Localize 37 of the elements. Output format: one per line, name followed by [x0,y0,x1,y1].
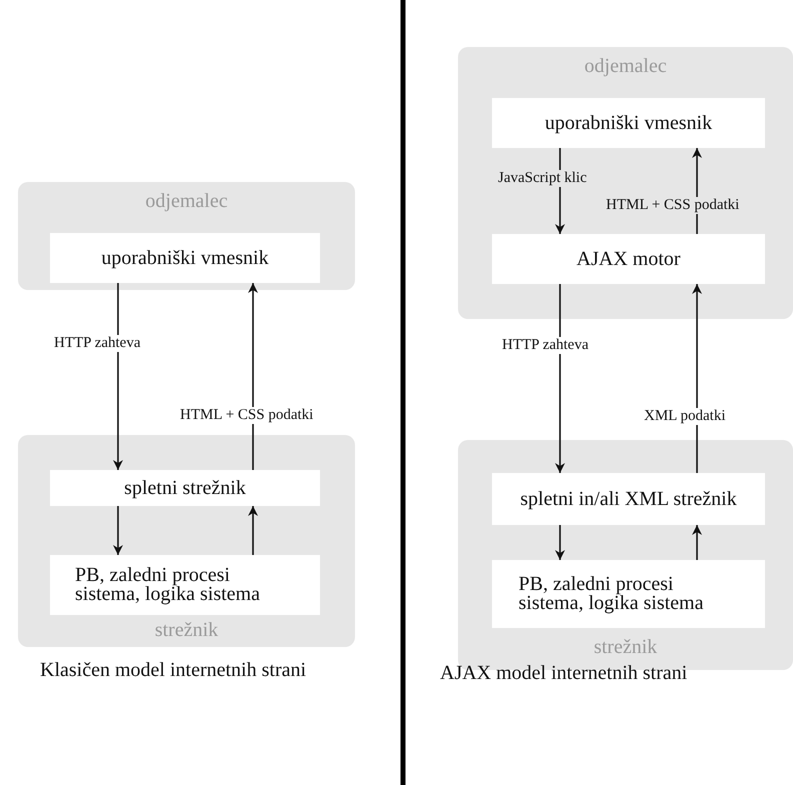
arrow [248,283,258,470]
arrow [555,284,565,473]
edge-label: HTTP zahteva [52,335,142,352]
arrow [692,525,702,560]
box-label: AJAX motor [576,248,680,270]
process-box [492,234,765,284]
group-title: odjemalec [584,55,667,78]
caption: AJAX model internetnih strani [440,663,688,683]
edge-label: XML podatki [642,408,728,425]
edge-label: HTML + CSS podatki [604,197,742,214]
group-title: strežnik [594,636,658,659]
box-label: PB, zaledni procesi sistema, logika sistema [75,566,261,604]
edge-label: HTTP zahteva [500,337,590,354]
process-box [50,470,320,506]
box-label: PB, zaledni procesi sistema, logika sistema [518,575,704,613]
arrow [113,283,123,470]
edge-label: JavaScript klic [496,170,589,187]
box-label: spletni strežnik [124,476,246,500]
box-label: uporabniški vmesnik [101,246,269,270]
process-box [492,473,765,525]
process-box [50,233,320,283]
box-label: uporabniški vmesnik [544,112,712,134]
arrow [692,284,702,473]
group-panel [458,47,793,319]
group-title: odjemalec [145,190,228,213]
arrow [555,525,565,560]
process-box [50,555,320,615]
caption: Klasičen model internetnih strani [40,660,308,680]
group-title: strežnik [154,619,218,642]
box-label: spletni in/ali XML strežnik [520,488,737,510]
group-panel [18,182,355,290]
process-box [492,98,765,148]
process-box [492,560,765,628]
arrow [113,506,123,555]
arrow [248,506,258,555]
group-panel [18,435,355,647]
edge-label: HTML + CSS podatki [178,407,316,424]
